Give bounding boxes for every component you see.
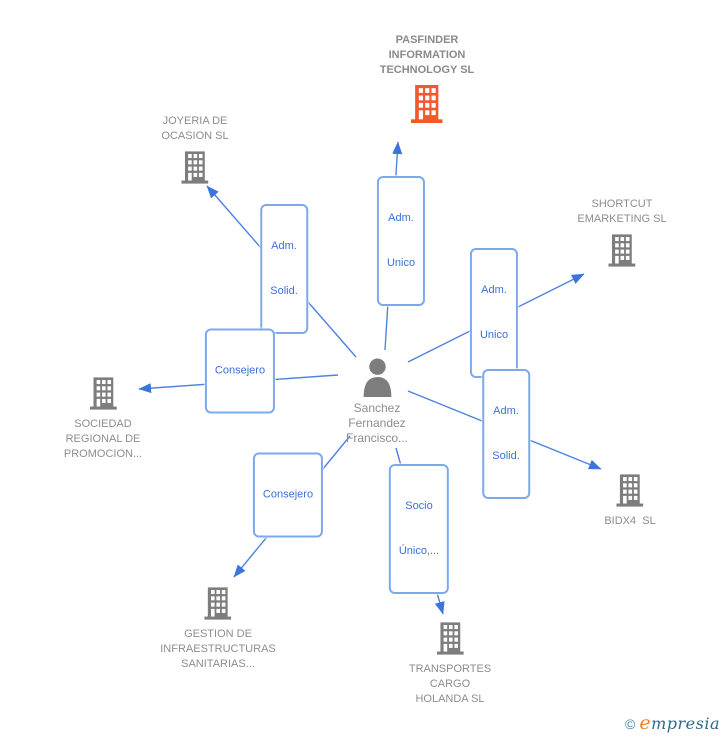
brand-initial: e [639,712,652,734]
company-node-sociedad[interactable]: SOCIEDAD REGIONAL DE PROMOCION... [64,377,142,462]
company-name-line: GESTION DE [184,628,252,640]
company-name-line: CARGO [429,678,471,690]
building-icon [609,234,636,267]
company-name-line: SANITARIAS... [181,658,255,670]
edge-label-adm-unico-pasfinder: Adm. Unico [376,176,426,306]
building-icon [204,587,231,620]
edge-label-line: Consejero [262,488,314,501]
person-name-line: Sanchez [353,401,401,415]
company-name-line: PASFINDER [395,34,459,46]
edge-label-line: Adm. [271,240,297,252]
edge-label-line: Solid. [492,450,520,462]
company-name-line: TECHNOLOGY SL [379,64,475,76]
company-name-line: SHORTCUT [591,198,653,210]
company-name: PASFINDER INFORMATION TECHNOLOGY SL [380,33,475,78]
company-node-pasfinder[interactable]: PASFINDER INFORMATION TECHNOLOGY SL [380,33,475,123]
building-icon [411,85,443,123]
edge-label-consejero-gestion: Consejero [252,452,324,538]
building-icon [182,151,209,184]
company-name-line: TRANSPORTES [408,663,492,675]
edge-label-consejero-sociedad: Consejero [204,328,276,414]
company-name-line: SOCIEDAD [74,418,132,430]
edge-label-line: Socio [405,500,433,512]
brand-wordmark: empresia [639,712,720,734]
company-name-line: EMARKETING SL [577,213,667,225]
edge-label-line: Solid. [270,285,298,297]
company-name: SOCIEDAD REGIONAL DE PROMOCION... [64,417,142,462]
building-icon [616,474,643,507]
company-name: GESTION DE INFRAESTRUCTURAS SANITARIAS..… [160,627,276,672]
edge-label-adm-solid-joyeria: Adm. Solid. [260,204,308,334]
company-name-line: JOYERIA DE [162,115,228,127]
company-name-line: INFORMATION [388,49,466,61]
company-name-line: REGIONAL DE [65,433,141,445]
company-name-line: INFRAESTRUCTURAS [160,643,276,655]
edge-label-line: Unico [479,329,509,341]
edge-label-socio-unico-transportes: Socio Único,... [388,464,450,594]
company-name: BIDX4 SL [604,514,655,529]
company-node-bidx4[interactable]: BIDX4 SL [604,474,656,529]
edge-label-adm-solid-bidx4: Adm. Solid. [482,369,530,499]
edge-label-line: Adm. [493,405,519,417]
person-name: Sanchez Fernandez Francisco... [346,401,408,446]
company-name-line: PROMOCION... [63,448,143,460]
company-node-gestion[interactable]: GESTION DE INFRAESTRUCTURAS SANITARIAS..… [160,587,276,672]
company-name: SHORTCUT EMARKETING SL [577,197,666,227]
company-name: TRANSPORTES CARGO HOLANDA SL [409,662,491,707]
edge-label-line: Consejero [214,364,266,377]
copyright-icon: © [625,716,636,732]
person-name-line: Fernandez [348,416,406,430]
company-node-transportes[interactable]: TRANSPORTES CARGO HOLANDA SL [409,622,491,707]
company-name: JOYERIA DE OCASION SL [161,114,228,144]
company-name-line: HOLANDA SL [415,693,485,705]
company-name-line: BIDX4 SL [604,515,656,527]
brand-rest: mpresia [651,714,720,733]
person-icon [358,358,395,397]
person-name-line: Francisco... [345,431,409,445]
building-icon [437,622,464,655]
edge-label-line: Adm. [388,212,414,224]
edge-label-line: Adm. [481,284,507,296]
company-name-line: OCASION SL [161,130,229,142]
edge-label-line: Unico [386,257,416,269]
edge-label-line: Único,... [398,545,440,557]
company-node-shortcut[interactable]: SHORTCUT EMARKETING SL [577,197,667,267]
empresia-logo[interactable]: © empresia [625,712,720,734]
edge-label-adm-unico-shortcut: Adm. Unico [469,248,519,378]
building-icon [89,377,116,410]
person-node[interactable]: Sanchez Fernandez Francisco... [346,358,408,446]
company-node-joyeria[interactable]: JOYERIA DE OCASION SL [161,114,229,184]
